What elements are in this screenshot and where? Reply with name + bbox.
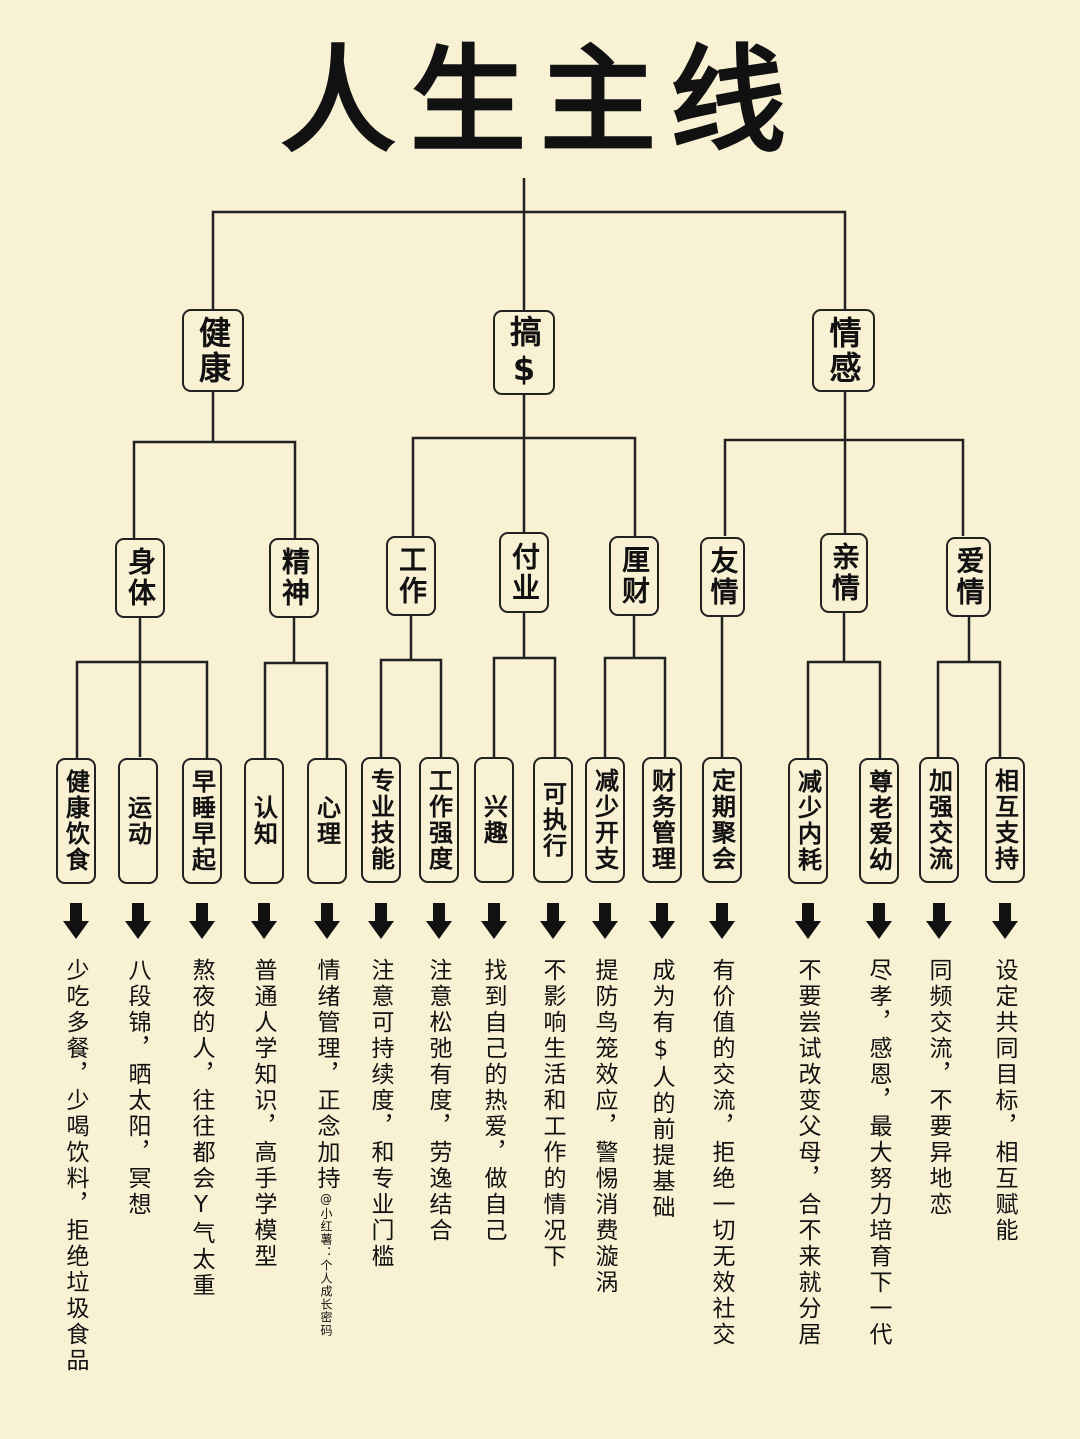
node-label: 工作 [395,545,428,607]
leaf-label: 加强交流 [924,768,953,872]
page-title: 人生主线 [280,34,800,169]
node-label: 友情 [706,546,740,608]
node-spirit: 精神 [269,538,319,618]
node-friendship: 友情 [700,537,745,617]
arrow-down-icon [540,903,566,939]
leaf-label: 健康饮食 [61,769,90,873]
leaf-label: 专业技能 [366,768,395,872]
leaf-early-sleep: 早睡早起 [182,758,222,884]
arrow-down-icon [992,903,1018,939]
leaf-description: 少吃多餐，少喝饮料，拒绝垃圾食品 [62,958,88,1374]
leaf-description-with-watermark: 情绪管理，正念加持@小红薯：个人成长密码 [309,958,343,1337]
leaf-work-intensity: 工作强度 [419,757,459,883]
leaf-label: 心理 [312,795,341,847]
node-body: 身体 [115,538,165,618]
node-love: 爱情 [946,537,991,617]
leaf-label: 运动 [123,795,152,847]
leaf-label: 尊老爱幼 [864,769,893,873]
leaf-label: 减少开支 [590,768,619,872]
watermark-text: @小红薯：个人成长密码 [319,1192,333,1337]
node-label: 搞$ [505,314,543,391]
leaf-description: 成为有$人的前提基础 [648,958,674,1221]
node-label: 精神 [278,547,311,609]
leaf-healthy-diet: 健康饮食 [56,758,96,884]
leaf-financial-management: 财务管理 [642,757,682,883]
leaf-label: 可执行 [538,781,567,859]
leaf-cognition: 认知 [244,758,284,884]
leaf-description: 注意可持续度，和专业门槛 [367,958,393,1270]
leaf-interest: 兴趣 [474,757,514,883]
node-label: 爱情 [952,546,986,608]
leaf-label: 工作强度 [424,768,453,872]
node-side-job: 付业 [499,532,549,613]
arrow-down-icon [63,903,89,939]
arrow-down-icon [426,903,452,939]
leaf-strengthen-communication: 加强交流 [919,757,959,883]
arrow-down-icon [251,903,277,939]
node-label: 厘财 [618,545,651,607]
leaf-regular-gathering: 定期聚会 [702,757,742,883]
leaf-executable: 可执行 [533,757,573,883]
leaf-respect-elders: 尊老爱幼 [859,758,899,884]
leaf-description: 同频交流，不要异地恋 [925,958,951,1218]
arrow-down-icon [189,903,215,939]
leaf-description: 不要尝试改变父母，合不来就分居 [794,958,820,1348]
leaf-label: 认知 [249,795,278,847]
node-finance: 厘财 [609,536,659,616]
node-family: 亲情 [820,533,868,613]
leaf-description: 熬夜的人，往往都会Y气太重 [188,958,214,1299]
leaf-exercise: 运动 [118,758,158,884]
leaf-mutual-support: 相互支持 [985,757,1025,883]
node-money: 搞$ [493,310,555,395]
arrow-down-icon [926,903,952,939]
leaf-description: 找到自己的热爱，做自己 [480,958,506,1244]
leaf-reduce-friction: 减少内耗 [788,758,828,884]
leaf-professional-skills: 专业技能 [361,757,401,883]
node-health: 健康 [182,309,244,392]
leaf-label: 财务管理 [647,768,676,872]
leaf-description: 尽孝，感恩，最大努力培育下一代 [865,958,891,1348]
arrow-down-icon [592,903,618,939]
node-label: 亲情 [828,542,861,604]
arrow-down-icon [795,903,821,939]
leaf-description: 普通人学知识，高手学模型 [250,958,276,1270]
node-label: 身体 [124,547,157,609]
node-emotion: 情感 [812,309,875,392]
arrow-down-icon [481,903,507,939]
leaf-label: 定期聚会 [707,768,736,872]
arrow-down-icon [709,903,735,939]
node-label: 情感 [824,315,863,386]
node-label: 健康 [194,315,232,386]
leaf-description: 八段锦，晒太阳，冥想 [124,958,150,1218]
leaf-description: 提防鸟笼效应，警惕消费漩涡 [591,958,617,1296]
node-label: 付业 [508,541,541,604]
leaf-reduce-spending: 减少开支 [585,757,625,883]
leaf-label: 早睡早起 [187,769,216,873]
leaf-description: 注意松弛有度，劳逸结合 [425,958,451,1244]
arrow-down-icon [649,903,675,939]
arrow-down-icon [314,903,340,939]
arrow-down-icon [125,903,151,939]
leaf-description: 不影响生活和工作的情况下 [539,958,565,1270]
leaf-label: 减少内耗 [793,769,822,873]
leaf-description: 设定共同目标，相互赋能 [991,958,1017,1244]
arrow-down-icon [368,903,394,939]
node-work: 工作 [386,536,436,616]
leaf-description: 有价值的交流，拒绝一切无效社交 [708,958,734,1348]
leaf-description-text: 情绪管理，正念加持 [313,958,339,1192]
leaf-label: 相互支持 [990,768,1019,872]
leaf-psychology: 心理 [307,758,347,884]
arrow-down-icon [866,903,892,939]
leaf-label: 兴趣 [479,794,508,846]
